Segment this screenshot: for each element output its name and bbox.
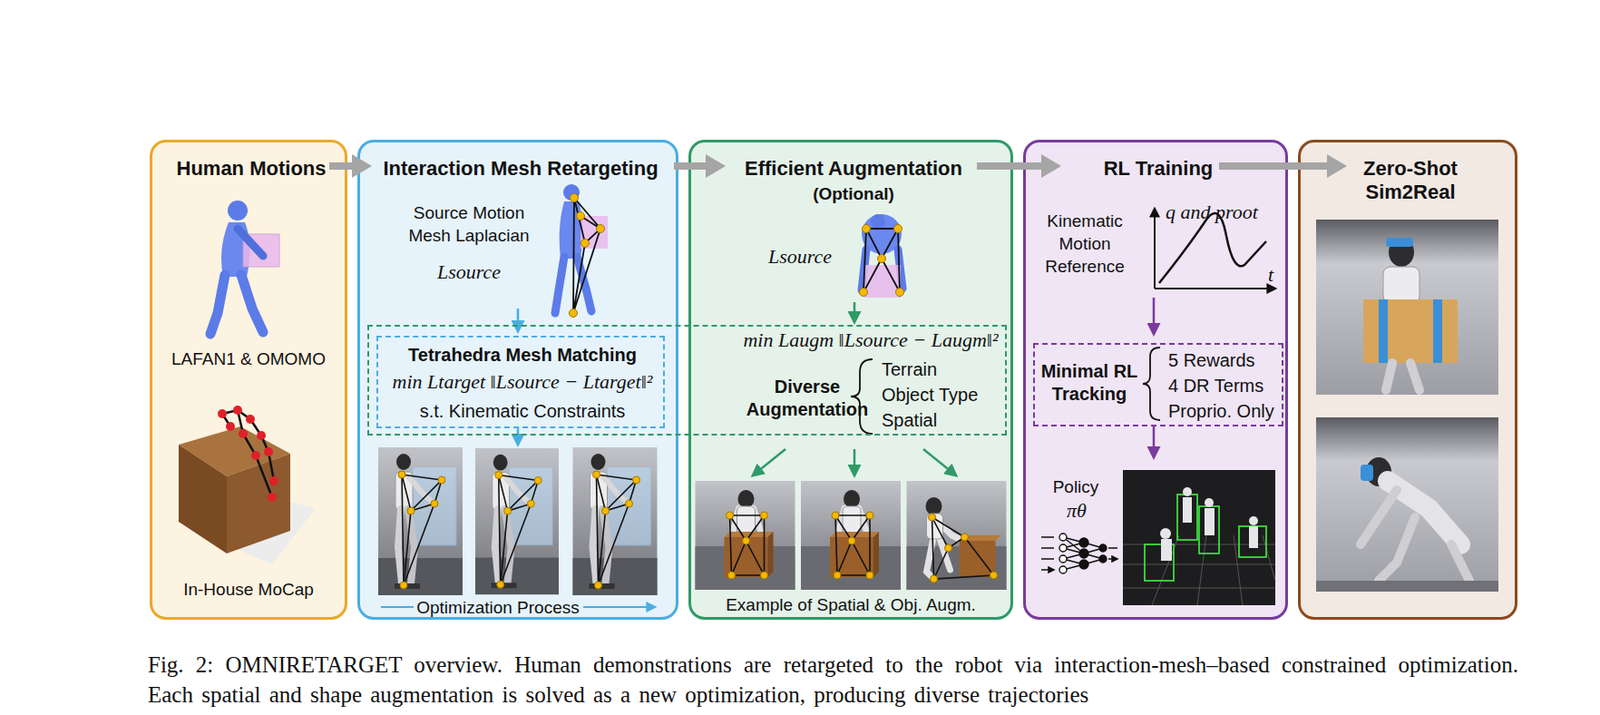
node-heading: Efficient Augmentation bbox=[693, 156, 1014, 181]
annotation-label: Example of Spatial & Obj. Augm. bbox=[696, 593, 1005, 616]
node-heading: Interaction Mesh Retargeting bbox=[360, 156, 681, 181]
annotation-label: Source Motion Mesh Laplacian bbox=[396, 201, 542, 247]
annotation-label: t bbox=[1257, 263, 1285, 287]
node-text: (Optional) bbox=[762, 183, 945, 205]
node-text: Proprio. Only bbox=[1168, 400, 1283, 423]
augmentation-box: min Laugm ‖Lsource − Laugm‖²Diverse Augm… bbox=[367, 324, 1007, 436]
node-text: Object Type bbox=[881, 383, 1009, 407]
node-text: s.t. Kinematic Constraints bbox=[381, 400, 664, 423]
node-heading: Human Motions bbox=[154, 156, 349, 181]
node-heading: min Laugm ‖Lsource − Laugm‖² bbox=[725, 328, 1016, 352]
annotation-label: Lsource bbox=[414, 260, 524, 284]
annotation-label: Lsource bbox=[745, 244, 855, 269]
annotation-label: q and proot bbox=[1152, 200, 1271, 225]
matching-box: Tetrahedra Mesh Matching min Ltarget ‖Lso… bbox=[376, 335, 665, 429]
node-text: Spatial bbox=[881, 409, 1009, 432]
node-heading: RL Training bbox=[1028, 156, 1288, 181]
stage-panel: Efficient Augmentation(Optional) bbox=[688, 139, 1014, 620]
node-text: 5 Rewards bbox=[1168, 349, 1283, 372]
stage-panel: Zero-Shot Sim2Real bbox=[1297, 139, 1518, 620]
stage-panel: Human Motions bbox=[149, 139, 348, 620]
tracking-box: Minimal RL Tracking 5 Rewards4 DR TermsPr… bbox=[1033, 342, 1284, 427]
annotation-label: πθ bbox=[1049, 498, 1104, 523]
annotation-label: In-House MoCap bbox=[153, 577, 344, 601]
node-heading: Minimal RL Tracking bbox=[1034, 360, 1144, 406]
annotation-label: Kinematic Motion Reference bbox=[1034, 209, 1135, 278]
annotation-label: Policy bbox=[1030, 475, 1122, 498]
node-heading: Tetrahedra Mesh Matching bbox=[381, 343, 664, 367]
figure-caption: Fig. 2: OMNIRETARGET overview. Human dem… bbox=[147, 649, 1519, 710]
node-text: 4 DR Terms bbox=[1168, 374, 1283, 398]
node-heading: Zero-Shot Sim2Real bbox=[1351, 156, 1470, 205]
node-text: Terrain bbox=[881, 358, 1009, 381]
annotation-label: LAFAN1 & OMOMO bbox=[153, 347, 344, 371]
node-text: min Ltarget ‖Lsource − Ltarget‖² bbox=[381, 370, 664, 394]
annotation-label: Optimization Process bbox=[407, 595, 589, 619]
node-text: Diverse Augmentation bbox=[743, 375, 871, 421]
